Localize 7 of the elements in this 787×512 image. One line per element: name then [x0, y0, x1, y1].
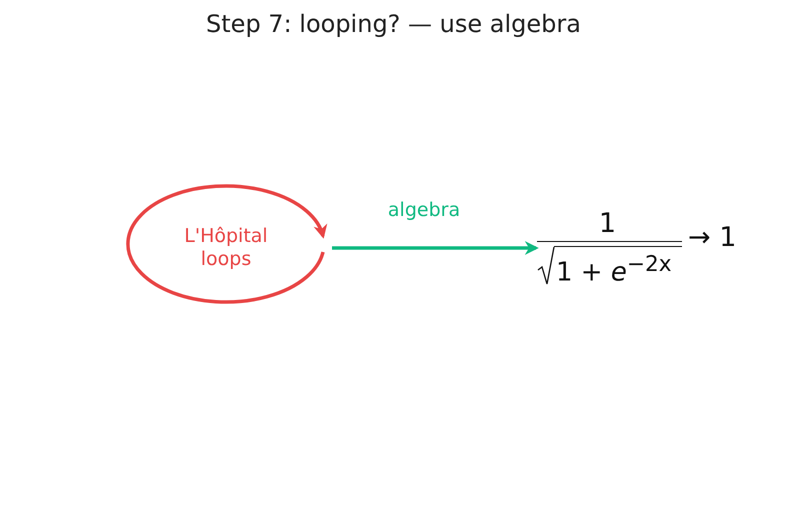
loop-caption: L'Hôpital loops [183, 225, 269, 271]
numerator: 1 [598, 208, 618, 239]
arrow [332, 241, 539, 255]
denominator: 1 + e$^{−2x}$ [556, 252, 672, 288]
loop-arrow [126, 184, 326, 304]
title: Step 7: looping? — use algebra [205, 10, 582, 38]
limit-text: → 1 [688, 222, 736, 253]
